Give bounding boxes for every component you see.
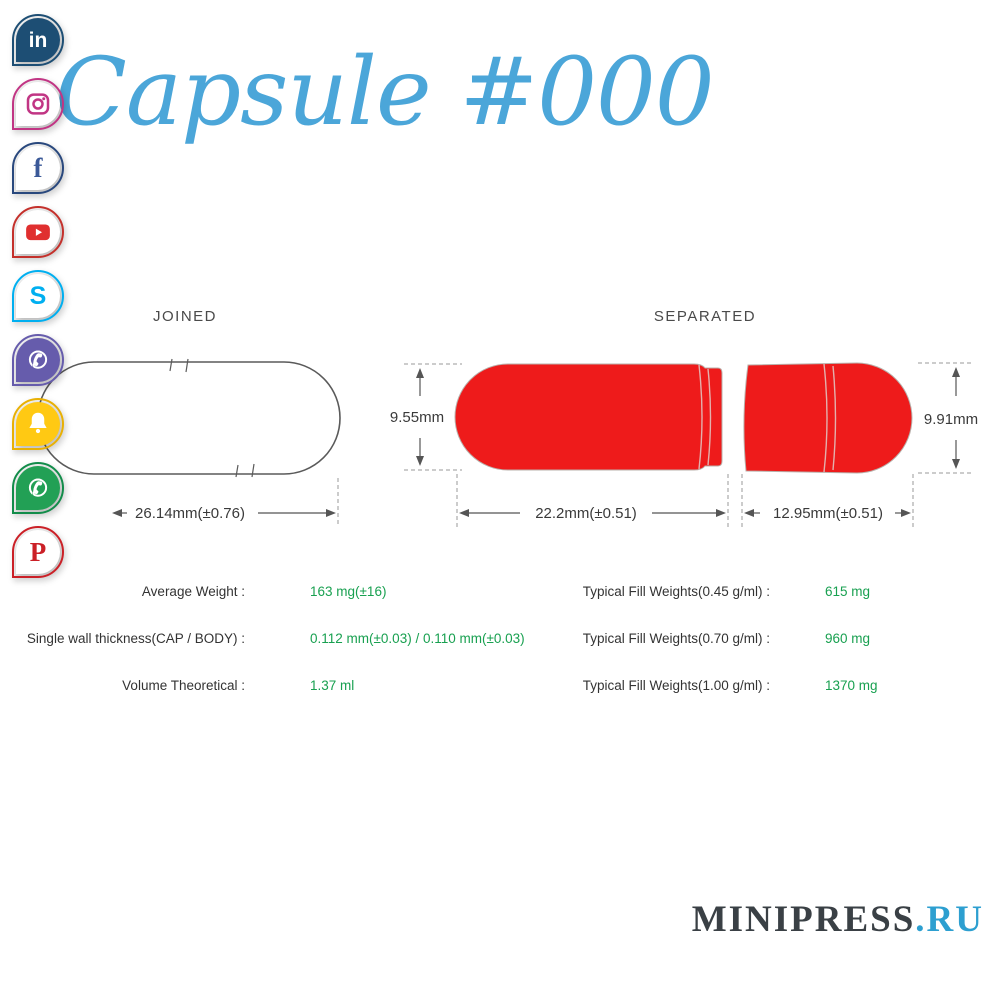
linkedin-share-button[interactable]: in (12, 14, 64, 66)
joined-length-value: 26.14mm(±0.76) (135, 505, 245, 522)
spec-row-volume: Volume Theoretical : 1.37 ml (0, 678, 525, 696)
instagram-icon (26, 93, 50, 115)
spec-value: 615 mg (825, 584, 871, 599)
spec-label: Average Weight : (141, 584, 245, 599)
specs-right-column: Typical Fill Weights(0.45 g/ml) : 615 mg… (500, 584, 878, 725)
whatsapp-icon: ✆ (28, 474, 48, 501)
facebook-share-button[interactable]: f (12, 142, 64, 194)
snapchat-bell-icon (29, 412, 47, 434)
spec-value: 163 mg(±16) (310, 584, 387, 599)
youtube-icon (26, 224, 50, 241)
brand-logo: MINIPRESS.RU (692, 898, 984, 941)
skype-share-button[interactable]: S (12, 270, 64, 322)
capsule-body-shape (454, 363, 723, 471)
spec-label: Typical Fill Weights(1.00 g/ml) : (582, 678, 770, 693)
separated-label: SEPARATED (654, 308, 756, 325)
instagram-share-button[interactable] (12, 78, 64, 130)
body-length-value: 22.2mm(±0.51) (535, 505, 637, 522)
capsule-cap-shape (743, 362, 913, 474)
spec-value: 1370 mg (825, 678, 878, 693)
brand-suffix: .RU (915, 899, 984, 940)
spec-value: 1.37 ml (310, 678, 355, 693)
facebook-icon: f (33, 152, 43, 183)
viber-share-button[interactable]: ✆ (12, 334, 64, 386)
social-sidebar: in f S ✆ (12, 14, 64, 578)
spec-label: Typical Fill Weights(0.70 g/ml) : (582, 631, 770, 646)
body-diameter-value: 9.55mm (390, 409, 444, 426)
page-title: Capsule #000 (55, 38, 715, 147)
viber-icon: ✆ (28, 346, 48, 373)
specs-left-column: Average Weight : 163 mg(±16) Single wall… (0, 584, 525, 725)
brand-name: MINIPRESS (691, 899, 916, 940)
linkedin-icon: in (28, 28, 48, 52)
snapchat-share-button[interactable] (12, 398, 64, 450)
spec-label: Typical Fill Weights(0.45 g/ml) : (582, 584, 770, 599)
spec-value: 960 mg (825, 631, 871, 646)
spec-row-wall-thickness: Single wall thickness(CAP / BODY) : 0.11… (0, 631, 525, 649)
joined-capsule-outline (37, 361, 341, 475)
spec-row-fill-045: Typical Fill Weights(0.45 g/ml) : 615 mg (500, 584, 878, 602)
whatsapp-share-button[interactable]: ✆ (12, 462, 64, 514)
youtube-share-button[interactable] (12, 206, 64, 258)
spec-label: Volume Theoretical : (122, 678, 245, 693)
spec-row-fill-100: Typical Fill Weights(1.00 g/ml) : 1370 m… (500, 678, 878, 696)
cap-diameter-value: 9.91mm (924, 411, 978, 428)
joined-label: JOINED (153, 308, 217, 325)
pinterest-icon: P (29, 536, 47, 567)
spec-row-average-weight: Average Weight : 163 mg(±16) (0, 584, 525, 602)
capsule-diagram: JOINED SEPARATED 9.55mm 9.91mm (37, 308, 978, 528)
spec-label: Single wall thickness(CAP / BODY) : (26, 631, 245, 646)
cap-length-value: 12.95mm(±0.51) (773, 505, 883, 522)
spec-row-fill-070: Typical Fill Weights(0.70 g/ml) : 960 mg (500, 631, 878, 649)
skype-icon: S (29, 281, 47, 310)
pinterest-share-button[interactable]: P (12, 526, 64, 578)
spec-value: 0.112 mm(±0.03) / 0.110 mm(±0.03) (310, 631, 525, 646)
